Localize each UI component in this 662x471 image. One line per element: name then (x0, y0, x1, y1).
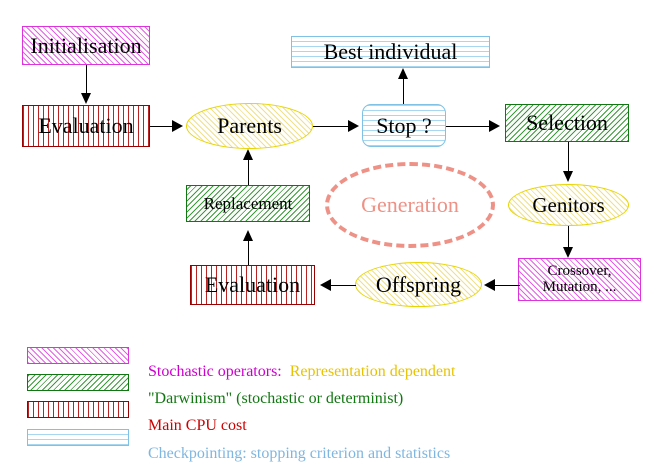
legend-label-stochastic-operators: Stochastic operators: Representation dep… (124, 345, 455, 399)
edge-initialisation-to-evaluation (86, 65, 87, 95)
edge-stop-to-best-individual (403, 70, 404, 104)
legend-label-checkpointing-wrap: Checkpointing: stopping criterion and st… (124, 427, 450, 471)
node-evaluation-top[interactable]: Evaluation (22, 105, 150, 147)
node-offspring[interactable]: Offspring (355, 262, 482, 307)
node-stop[interactable]: Stop ? (362, 104, 446, 147)
node-crossover-mutation-label: Crossover, Mutation, ... (542, 262, 617, 295)
legend-row-main-cpu-cost: Main CPU cost (0, 401, 662, 434)
node-parents[interactable]: Parents (186, 103, 313, 149)
legend-swatch-red (27, 401, 129, 418)
legend-label-representation-dependent: Representation dependent (289, 363, 456, 380)
edge-evaluation-to-replacement (248, 234, 249, 265)
edge-selection-to-genitors (568, 142, 569, 173)
legend-row-stochastic-operators: Stochastic operators: Representation dep… (0, 347, 662, 380)
legend-label-main-cpu-cost: Main CPU cost (148, 417, 247, 434)
arrowhead-crossover-to-offspring (484, 279, 495, 291)
arrowhead-initialisation-to-evaluation (81, 93, 91, 104)
legend-label-main-cpu-cost-wrap: Main CPU cost (124, 399, 247, 453)
node-selection[interactable]: Selection (505, 104, 629, 142)
edge-genitors-to-crossover (568, 226, 569, 249)
legend-swatch-magenta (27, 347, 129, 364)
edge-crossover-to-offspring (490, 285, 520, 286)
legend-row-darwinism: "Darwinism" (stochastic or determinist) (0, 374, 662, 407)
edge-offspring-to-evaluation (330, 285, 356, 286)
arrowhead-parents-to-stop (348, 120, 359, 132)
node-initialisation-label: Initialisation (30, 32, 142, 58)
legend-row-checkpointing: Checkpointing: stopping criterion and st… (0, 429, 662, 462)
node-evaluation-bottom-label: Evaluation (204, 272, 301, 298)
edge-replacement-to-parents (248, 156, 249, 185)
arrowhead-stop-to-selection (489, 120, 500, 132)
arrowhead-replacement-to-parents (243, 149, 253, 160)
node-best-individual[interactable]: Best individual (291, 36, 490, 68)
node-initialisation[interactable]: Initialisation (22, 26, 150, 65)
node-crossover-mutation[interactable]: Crossover, Mutation, ... (518, 258, 641, 301)
node-generation-label: Generation (361, 192, 459, 217)
node-selection-label: Selection (526, 110, 608, 136)
node-evaluation-top-label: Evaluation (38, 113, 134, 139)
legend-label-stochastic-operators-part1: Stochastic operators: (148, 363, 282, 380)
node-generation: Generation (325, 162, 495, 248)
arrowhead-stop-to-best-individual (398, 68, 408, 79)
arrowhead-evaluation-to-parents (172, 120, 183, 132)
arrowhead-selection-to-genitors (563, 171, 573, 182)
node-replacement-label: Replacement (203, 193, 293, 213)
legend-swatch-green (27, 374, 129, 391)
node-evaluation-bottom[interactable]: Evaluation (190, 265, 315, 305)
node-best-individual-label: Best individual (323, 39, 458, 65)
arrowhead-genitors-to-crossover (563, 247, 573, 258)
legend-label-checkpointing: Checkpointing: stopping criterion and st… (148, 445, 451, 462)
edge-stop-to-selection (446, 126, 491, 127)
node-parents-label: Parents (217, 113, 282, 139)
node-genitors[interactable]: Genitors (508, 184, 629, 226)
node-genitors-label: Genitors (532, 192, 605, 217)
node-replacement[interactable]: Replacement (186, 185, 310, 222)
node-offspring-label: Offspring (375, 271, 462, 297)
edge-parents-to-stop (313, 126, 350, 127)
arrowhead-evaluation-to-replacement (243, 230, 253, 241)
legend-swatch-blue (27, 429, 129, 446)
legend-label-darwinism-wrap: "Darwinism" (stochastic or determinist) (124, 372, 403, 426)
arrowhead-offspring-to-evaluation (320, 279, 331, 291)
edge-evaluation-to-parents (150, 126, 174, 127)
node-stop-label: Stop ? (376, 112, 432, 138)
legend-label-darwinism: "Darwinism" (stochastic or determinist) (148, 390, 404, 407)
